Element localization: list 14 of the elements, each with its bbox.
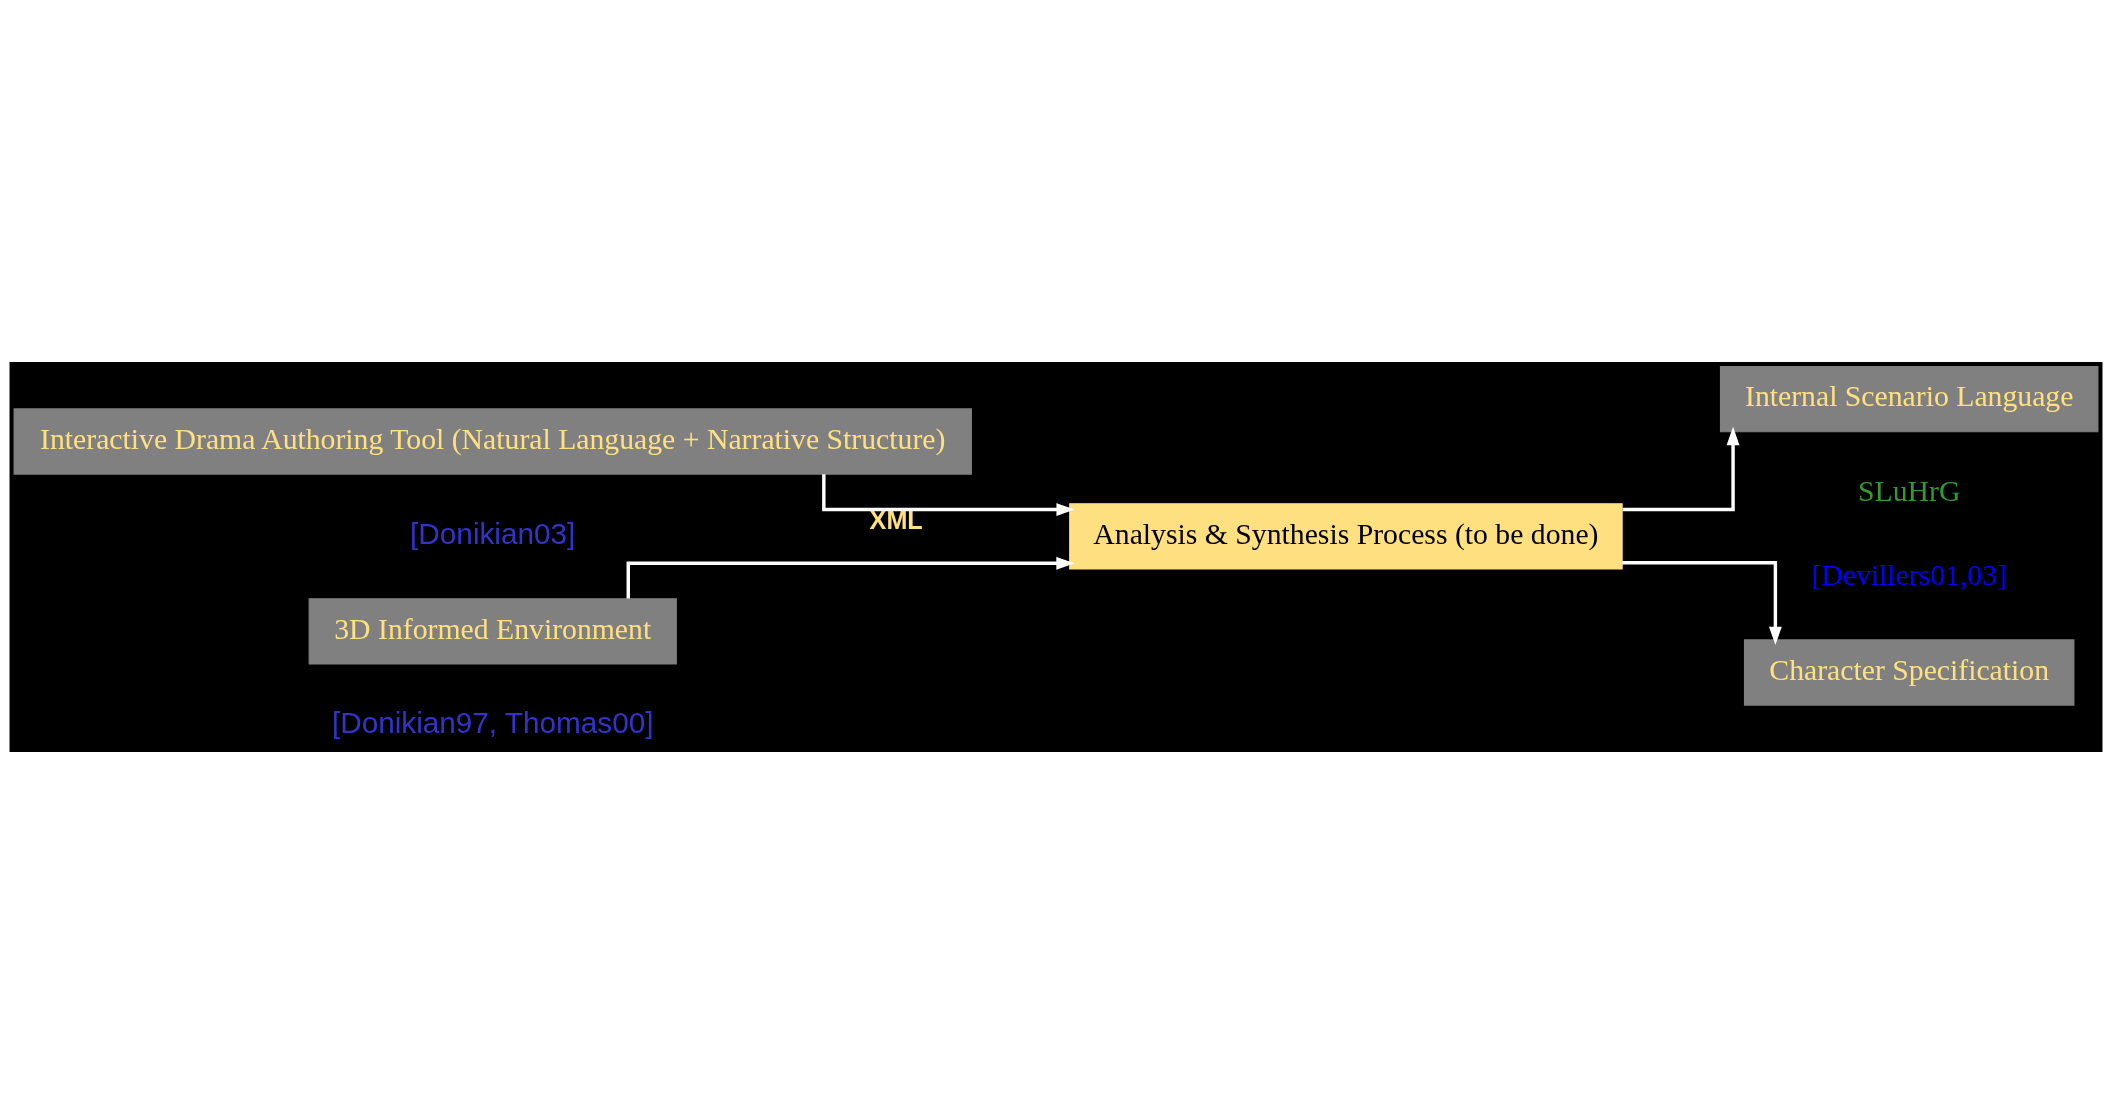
arrow bbox=[822, 474, 1075, 516]
node-box: 3D Informed Environment bbox=[308, 598, 677, 665]
node-label: [Donikian03] bbox=[410, 516, 576, 550]
node-box: Character Specification bbox=[1743, 639, 2075, 706]
node-label: [Devillers01,03] bbox=[1811, 558, 2007, 591]
node-label: [Donikian97, Thomas00] bbox=[331, 706, 654, 740]
arrow bbox=[1622, 426, 1740, 512]
node-box: Internal Scenario Language bbox=[1719, 366, 2099, 433]
arrow bbox=[626, 556, 1075, 599]
node-box: Analysis & Synthesis Process (to be done) bbox=[1069, 503, 1623, 570]
arrow bbox=[1622, 561, 1782, 646]
edge-label: XML bbox=[869, 505, 923, 534]
node-box: Interactive Drama Authoring Tool (Natural Language + Narrative Structure) bbox=[13, 408, 972, 475]
node-label: SLuHrG bbox=[1858, 475, 1961, 508]
